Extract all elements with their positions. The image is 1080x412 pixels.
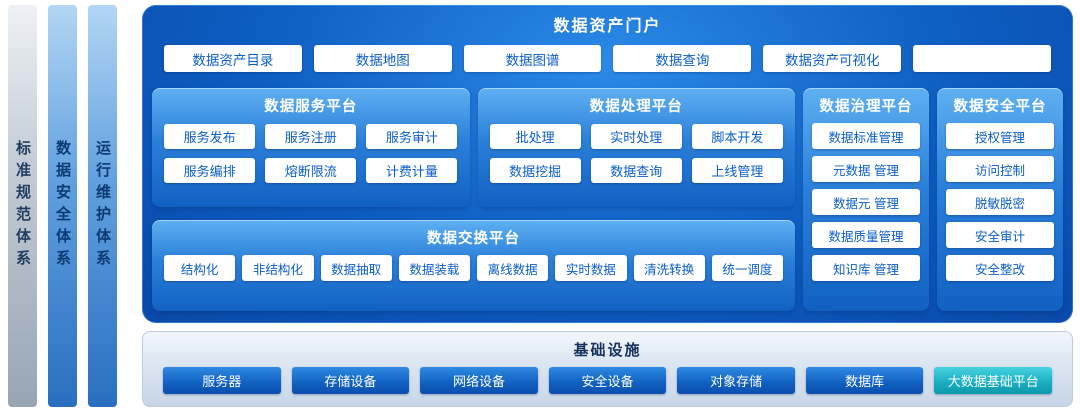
infrastructure-panel: 基础设施 服务器 存储设备 网络设备 安全设备 对象存储 数据库 大数据基础平台 xyxy=(142,331,1073,407)
infrastructure-row: 服务器 存储设备 网络设备 安全设备 对象存储 数据库 大数据基础平台 xyxy=(143,360,1072,394)
main-platform-container: 数据资产门户 数据资产目录 数据地图 数据图谱 数据查询 数据资产可视化 数据服… xyxy=(142,5,1073,323)
portal-button-asset-catalog[interactable]: 数据资产目录 xyxy=(164,45,302,72)
chip-service-orchestration[interactable]: 服务编排 xyxy=(164,158,256,183)
portal-title: 数据资产门户 xyxy=(553,18,662,35)
side-bar-standards-label: 标准规范体系 xyxy=(14,140,31,272)
chip-data-element-mgmt[interactable]: 数据元 管理 xyxy=(812,189,920,215)
chip-authorization-mgmt[interactable]: 授权管理 xyxy=(946,123,1054,149)
governance-platform-title: 数据治理平台 xyxy=(819,99,913,115)
security-platform-list: 授权管理 访问控制 脱敏脱密 安全审计 安全整改 xyxy=(937,118,1063,311)
chip-realtime-processing[interactable]: 实时处理 xyxy=(590,124,682,149)
governance-platform-list: 数据标准管理 元数据 管理 数据元 管理 数据质量管理 知识库 管理 xyxy=(803,118,929,311)
chip-offline-data[interactable]: 离线数据 xyxy=(477,255,549,281)
portal-button-asset-visualization[interactable]: 数据资产可视化 xyxy=(763,45,902,72)
chip-security-audit[interactable]: 安全审计 xyxy=(946,222,1054,248)
security-platform-panel: 数据安全平台 授权管理 访问控制 脱敏脱密 安全审计 安全整改 xyxy=(937,88,1063,311)
left-platform-column: 数据服务平台 服务发布 服务注册 服务审计 服务编排 熔断限流 计费计量 数据处… xyxy=(152,88,795,311)
chip-data-quality-mgmt[interactable]: 数据质量管理 xyxy=(812,222,920,248)
chip-data-mining[interactable]: 数据挖掘 xyxy=(489,158,581,183)
platform-content-row: 数据服务平台 服务发布 服务注册 服务审计 服务编排 熔断限流 计费计量 数据处… xyxy=(142,88,1073,311)
portal-button-data-query[interactable]: 数据查询 xyxy=(613,45,752,72)
chip-batch-processing[interactable]: 批处理 xyxy=(489,124,581,149)
portal-button-data-map[interactable]: 数据地图 xyxy=(313,45,452,72)
chip-service-audit[interactable]: 服务审计 xyxy=(366,124,458,149)
service-platform-grid: 服务发布 服务注册 服务审计 服务编排 熔断限流 计费计量 xyxy=(152,118,470,195)
side-bar-operations-label: 运行维护体系 xyxy=(94,140,111,272)
exchange-platform-panel: 数据交换平台 结构化 非结构化 数据抽取 数据装载 离线数据 实时数据 清洗转换… xyxy=(152,220,795,311)
chip-storage-device[interactable]: 存储设备 xyxy=(291,367,410,394)
security-platform-title: 数据安全平台 xyxy=(953,99,1047,115)
chip-data-extraction[interactable]: 数据抽取 xyxy=(320,255,392,281)
processing-platform-grid: 批处理 实时处理 脚本开发 数据挖掘 数据查询 上线管理 xyxy=(478,118,796,195)
processing-platform-title: 数据处理平台 xyxy=(589,99,683,115)
middle-platform-row: 数据服务平台 服务发布 服务注册 服务审计 服务编排 熔断限流 计费计量 数据处… xyxy=(152,88,795,207)
side-bar-security-system: 数据安全体系 xyxy=(48,5,77,407)
chip-network-device[interactable]: 网络设备 xyxy=(420,367,538,394)
chip-circuit-break-limit[interactable]: 熔断限流 xyxy=(265,158,357,183)
chip-clean-transform[interactable]: 清洗转换 xyxy=(633,255,705,281)
chip-structured[interactable]: 结构化 xyxy=(164,255,236,281)
service-platform-title: 数据服务平台 xyxy=(264,99,358,115)
processing-platform-panel: 数据处理平台 批处理 实时处理 脚本开发 数据挖掘 数据查询 上线管理 xyxy=(477,88,796,207)
chip-launch-management[interactable]: 上线管理 xyxy=(691,158,783,183)
chip-data-query[interactable]: 数据查询 xyxy=(590,158,682,183)
portal-button-data-graph[interactable]: 数据图谱 xyxy=(463,45,602,72)
service-platform-panel: 数据服务平台 服务发布 服务注册 服务审计 服务编排 熔断限流 计费计量 xyxy=(152,88,470,207)
chip-service-register[interactable]: 服务注册 xyxy=(265,124,357,149)
chip-desensitization[interactable]: 脱敏脱密 xyxy=(946,189,1054,215)
chip-unstructured[interactable]: 非结构化 xyxy=(242,255,314,281)
chip-bigdata-base-platform[interactable]: 大数据基础平台 xyxy=(934,367,1053,394)
chip-database[interactable]: 数据库 xyxy=(805,367,924,394)
infrastructure-title: 基础设施 xyxy=(573,342,642,359)
side-bar-standards-system: 标准规范体系 xyxy=(8,5,37,407)
chip-unified-scheduling[interactable]: 统一调度 xyxy=(711,255,783,281)
portal-button-empty[interactable] xyxy=(913,45,1051,72)
chip-billing-metering[interactable]: 计费计量 xyxy=(366,158,458,183)
chip-security-rectification[interactable]: 安全整改 xyxy=(946,255,1054,281)
chip-service-publish[interactable]: 服务发布 xyxy=(164,124,256,149)
side-bar-security-label: 数据安全体系 xyxy=(54,140,71,272)
chip-data-loading[interactable]: 数据装载 xyxy=(398,255,470,281)
governance-platform-panel: 数据治理平台 数据标准管理 元数据 管理 数据元 管理 数据质量管理 知识库 管… xyxy=(803,88,929,311)
exchange-platform-title: 数据交换平台 xyxy=(427,231,520,247)
chip-object-storage[interactable]: 对象存储 xyxy=(677,367,795,394)
exchange-platform-row: 结构化 非结构化 数据抽取 数据装载 离线数据 实时数据 清洗转换 统一调度 xyxy=(152,250,795,311)
chip-knowledge-base-mgmt[interactable]: 知识库 管理 xyxy=(812,255,920,281)
chip-realtime-data[interactable]: 实时数据 xyxy=(555,255,627,281)
side-bar-operations-system: 运行维护体系 xyxy=(88,5,117,407)
chip-metadata-mgmt[interactable]: 元数据 管理 xyxy=(812,156,920,182)
chip-access-control[interactable]: 访问控制 xyxy=(946,156,1054,182)
chip-server[interactable]: 服务器 xyxy=(163,367,281,394)
portal-button-row: 数据资产目录 数据地图 数据图谱 数据查询 数据资产可视化 xyxy=(142,39,1073,72)
chip-security-device[interactable]: 安全设备 xyxy=(548,367,667,394)
chip-script-development[interactable]: 脚本开发 xyxy=(691,124,783,149)
chip-data-standard-mgmt[interactable]: 数据标准管理 xyxy=(812,123,920,149)
